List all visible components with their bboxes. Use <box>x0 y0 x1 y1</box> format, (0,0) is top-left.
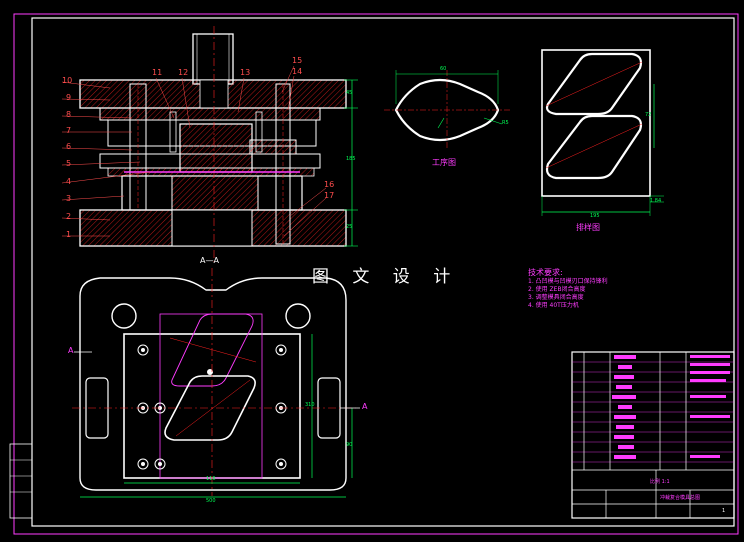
tech-requirements: 技术要求: 1. 凸凹模与凹模刃口保持锋利 2. 使用 ZEB闭合高度 3. 调… <box>528 268 608 310</box>
part-number: 15 <box>292 56 303 65</box>
part-number: 10 <box>62 76 73 85</box>
section-dimensions <box>344 79 358 247</box>
part-number: 17 <box>324 191 335 200</box>
watermark-text: 图 文 设 计 <box>312 267 460 287</box>
dim-plan-width: 500 <box>206 498 216 504</box>
part-number: 16 <box>324 180 335 189</box>
tech-item: 3. 调整模具闭合高度 <box>528 294 584 301</box>
layout-view <box>541 49 664 216</box>
workpiece-view <box>384 70 510 150</box>
section-mark-right: A <box>362 402 368 411</box>
dim-workpiece-radius: R5 <box>502 120 509 126</box>
title-scale: 比例 1:1 <box>650 479 670 485</box>
dim-height-lower: 25 <box>346 224 353 230</box>
layout-caption: 排样图 <box>576 223 600 232</box>
part-number: 4 <box>66 177 72 186</box>
title-sheet: 1 <box>722 508 726 514</box>
part-number: 5 <box>66 159 72 168</box>
title-block <box>571 351 735 519</box>
dim-layout-width: 195 <box>590 213 600 219</box>
dim-height-total: 185 <box>346 156 356 162</box>
part-number: 14 <box>292 67 303 76</box>
section-mark-left: A <box>68 346 74 355</box>
side-strip <box>9 443 33 519</box>
part-number: 2 <box>66 212 72 221</box>
part-number: 12 <box>178 68 189 77</box>
tech-item: 1. 凸凹模与凹模刃口保持锋利 <box>528 278 608 285</box>
outer-frame <box>13 13 739 535</box>
section-view <box>79 26 347 262</box>
workpiece-caption: 工序图 <box>432 158 456 167</box>
inner-frame <box>31 17 735 527</box>
part-leaders <box>61 65 327 237</box>
part-number: 6 <box>66 142 72 151</box>
dim-plan-inner: 116 <box>206 476 216 482</box>
tech-item: 4. 使用 40T压力机 <box>528 302 579 309</box>
part-number: 3 <box>66 194 72 203</box>
dim-workpiece-width: 60 <box>440 66 447 72</box>
part-number: 9 <box>66 93 72 102</box>
part-number: 1 <box>66 230 72 239</box>
part-number: 7 <box>66 126 72 135</box>
dim-layout-pitch: 72 <box>645 112 652 118</box>
tech-item: 2. 使用 ZEB闭合高度 <box>528 286 586 293</box>
dim-plan-height: 310 <box>305 402 315 408</box>
part-number: 8 <box>66 110 72 119</box>
tech-heading: 技术要求: <box>528 268 563 277</box>
dim-plan-side: 90 <box>346 442 353 448</box>
dim-layout-edge: 1.84 <box>650 198 662 204</box>
part-number: 11 <box>152 68 163 77</box>
title-drawing-name: 冲裁复合模具总图 <box>660 495 701 501</box>
dim-height-upper: 45 <box>346 90 353 96</box>
section-label: A—A <box>200 256 219 265</box>
part-number: 13 <box>240 68 251 77</box>
plan-view <box>72 268 356 498</box>
